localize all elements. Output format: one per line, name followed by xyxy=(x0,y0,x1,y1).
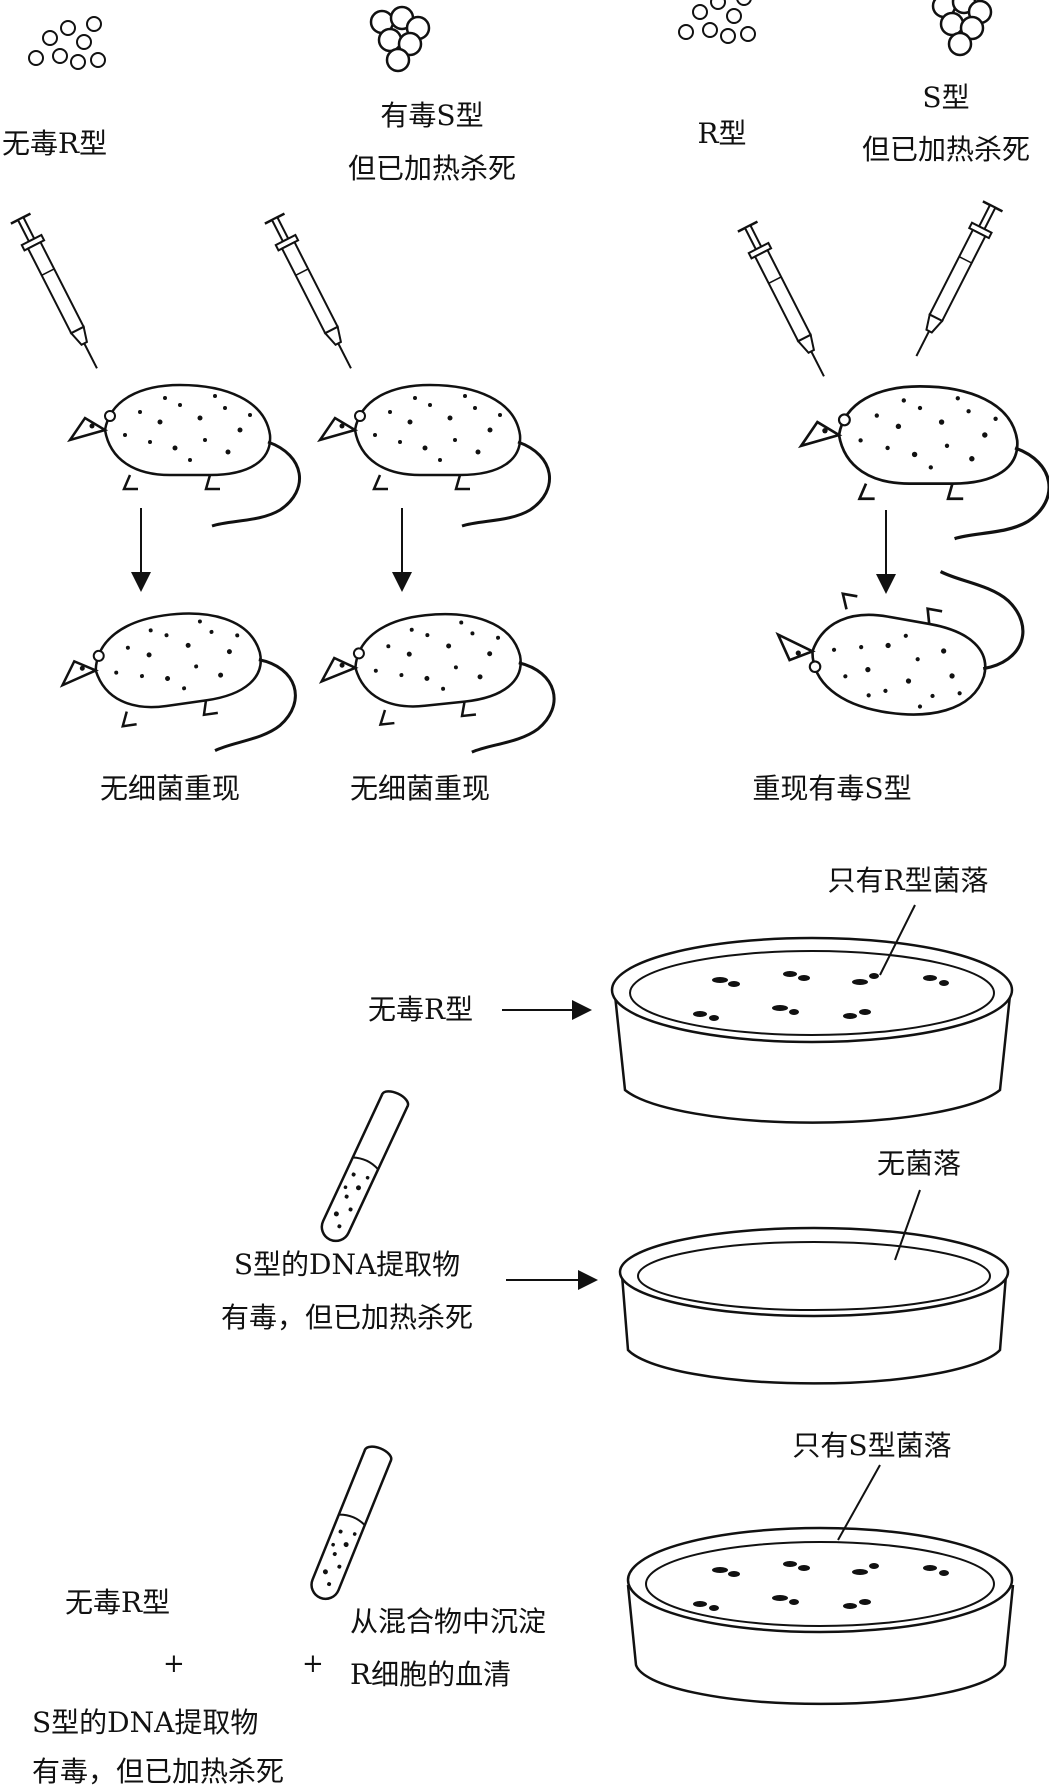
label-heat-killed-1: 但已加热杀死 xyxy=(347,152,517,185)
plate3-avirulent-r: 无毒R型 xyxy=(65,1586,171,1619)
syringe-2 xyxy=(263,212,362,375)
s-bacteria-cluster-1 xyxy=(369,5,431,73)
plate1-source: 无毒R型 xyxy=(368,993,474,1026)
label-r-2: R型 xyxy=(697,117,747,150)
petri-dish-3 xyxy=(626,1526,1015,1706)
plate2-source-line2: 有毒，但已加热杀死 xyxy=(220,1301,474,1334)
plus-sign-2: + xyxy=(302,1649,324,1679)
label-avirulent-r-1: 无毒R型 xyxy=(2,127,108,160)
syringe-1 xyxy=(9,212,108,375)
petri-dish-2 xyxy=(618,1226,1010,1385)
plate3-note: 只有S型菌落 xyxy=(792,1429,952,1462)
plate3-s-dna-line2: 有毒，但已加热杀死 xyxy=(32,1755,285,1788)
mouse-injected-1 xyxy=(68,383,302,528)
mouse-result-2 xyxy=(314,601,561,769)
mouse-result-1 xyxy=(53,597,304,772)
label-s-2: S型 xyxy=(922,81,970,114)
plate1-note: 只有R型菌落 xyxy=(827,864,989,897)
plate3-serum-line1: 从混合物中沉淀 xyxy=(350,1605,547,1638)
r-bacteria-cluster-2 xyxy=(678,0,756,44)
petri-dish-1 xyxy=(610,936,1014,1124)
r-bacteria-cluster-1 xyxy=(28,16,106,70)
s-bacteria-cluster-2 xyxy=(931,0,993,57)
syringe-4 xyxy=(905,200,1004,363)
plate2-note: 无菌落 xyxy=(876,1147,962,1180)
plate2-source-line1: S型的DNA提取物 xyxy=(233,1248,461,1281)
plate3-serum-line2: R细胞的血清 xyxy=(350,1658,512,1691)
test-tube-2 xyxy=(306,1442,395,1605)
test-tube-1 xyxy=(315,1086,412,1247)
mouse-injected-3 xyxy=(799,384,1049,541)
plate2-pointer xyxy=(894,1189,921,1261)
label-heat-killed-2: 但已加热杀死 xyxy=(861,133,1031,166)
result-virulent-s: 重现有毒S型 xyxy=(752,772,912,805)
plus-sign-1: + xyxy=(163,1649,185,1679)
result-no-bacteria-1: 无细菌重现 xyxy=(99,772,241,805)
syringe-3 xyxy=(736,220,835,383)
plate3-pointer xyxy=(837,1464,881,1541)
plate1-pointer xyxy=(879,904,916,976)
mouse-injected-2 xyxy=(318,383,552,528)
label-virulent-s-1: 有毒S型 xyxy=(380,99,484,132)
plate3-s-dna-line1: S型的DNA提取物 xyxy=(32,1706,259,1739)
mouse-result-3-dead xyxy=(766,544,1033,735)
result-no-bacteria-2: 无细菌重现 xyxy=(349,772,491,805)
